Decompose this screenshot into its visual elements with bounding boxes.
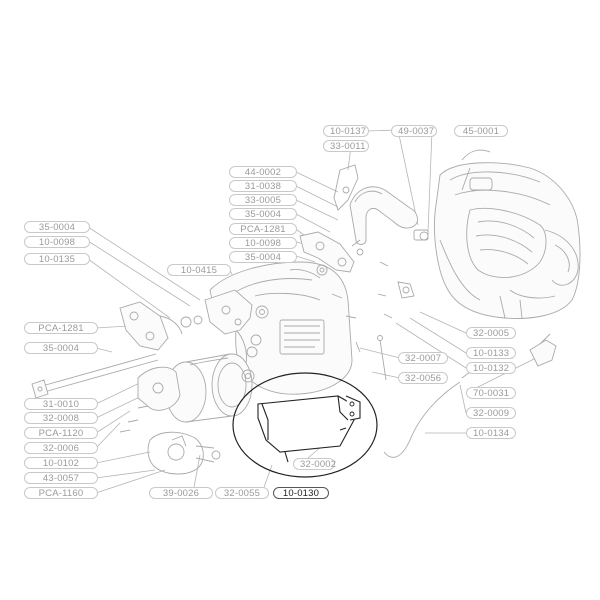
engine-part (434, 149, 581, 319)
leader-lines (87, 129, 541, 494)
part-label-10-0137: 10-0137 (323, 125, 369, 137)
part-label-32-0009: 32-0009 (466, 407, 516, 419)
part-label-10-0130-highlighted: 10-0130 (273, 487, 329, 499)
part-label-32-0005: 32-0005 (466, 327, 516, 339)
part-label-10-0133: 10-0133 (466, 347, 516, 359)
part-label-10-0098-a: 10-0098 (229, 237, 297, 249)
right-bracket-part (529, 333, 557, 367)
part-label-31-0038: 31-0038 (229, 180, 297, 192)
part-label-31-0010: 31-0010 (24, 398, 98, 410)
part-label-32-0006: 32-0006 (24, 442, 98, 454)
part-label-pca-1281-b: PCA-1281 (24, 322, 98, 334)
part-label-70-0031: 70-0031 (466, 387, 516, 399)
part-label-35-0004-c: 35-0004 (24, 221, 90, 233)
part-label-pca-1120: PCA-1120 (24, 427, 98, 439)
part-label-43-0057: 43-0057 (24, 472, 98, 484)
part-label-10-0134: 10-0134 (466, 427, 516, 439)
part-label-32-0055: 32-0055 (215, 487, 269, 499)
part-label-45-0001: 45-0001 (454, 125, 508, 137)
part-label-10-0098-b: 10-0098 (24, 236, 90, 248)
left-bracket-part (119, 301, 203, 351)
part-label-49-0037: 49-0037 (391, 125, 437, 137)
part-label-32-0007: 32-0007 (398, 352, 448, 364)
long-bolt-part (31, 353, 159, 399)
part-label-32-0002: 32-0002 (293, 458, 336, 470)
part-label-10-0132: 10-0132 (466, 362, 516, 374)
part-label-10-0102: 10-0102 (24, 457, 98, 469)
part-label-32-0008: 32-0008 (24, 412, 98, 424)
part-label-10-0415: 10-0415 (167, 264, 231, 276)
part-label-35-0004-d: 35-0004 (24, 342, 98, 354)
part-label-39-0026: 39-0026 (149, 487, 213, 499)
highlighted-cover-part (232, 372, 378, 478)
part-label-10-0135: 10-0135 (24, 253, 90, 265)
mount-plate-part (204, 289, 253, 335)
part-label-44-0002: 44-0002 (229, 166, 297, 178)
fasteners-part (119, 261, 415, 433)
part-label-32-0056: 32-0056 (398, 372, 448, 384)
part-label-pca-1160: PCA-1160 (24, 487, 98, 499)
upper-bracket-part (299, 231, 364, 276)
part-label-33-0005: 33-0005 (229, 194, 297, 206)
part-label-35-0004-a: 35-0004 (229, 208, 297, 220)
part-label-pca-1281-a: PCA-1281 (229, 223, 297, 235)
lower-left-assembly-part (137, 366, 221, 475)
exhaust-pipe-part (333, 164, 429, 245)
part-label-35-0004-b: 35-0004 (229, 251, 297, 263)
part-label-33-0011: 33-0011 (323, 140, 369, 152)
